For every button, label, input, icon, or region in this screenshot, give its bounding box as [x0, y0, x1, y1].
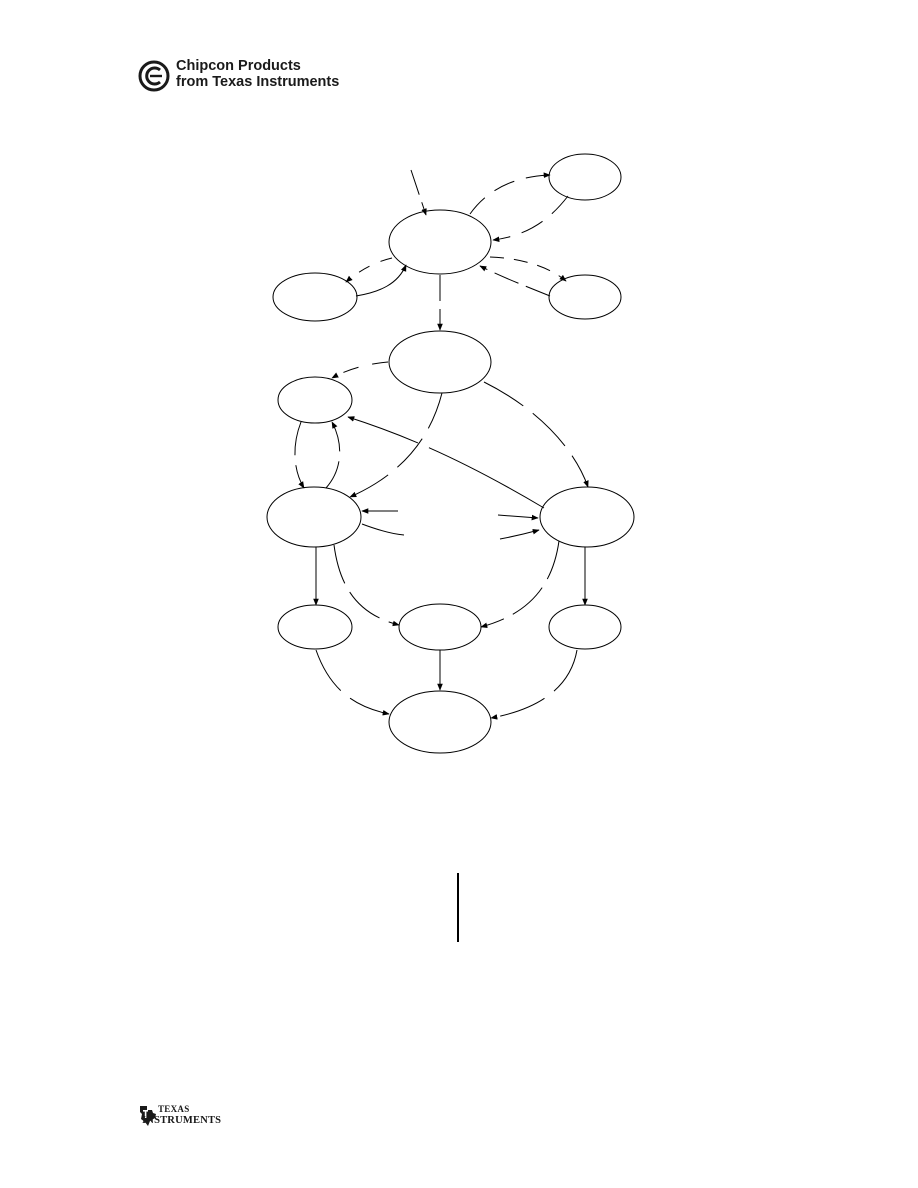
- arrow-leftupper-to-leftmain: [294, 421, 305, 489]
- arrow-middle-to-leftmain: [349, 392, 443, 498]
- arrow-rightsmall-to-top: [479, 265, 551, 297]
- texas-state-icon: [140, 1106, 156, 1126]
- arrow-leftmain-to-bottomcenter: [333, 544, 400, 627]
- arrow-leftmain-out: [361, 523, 405, 536]
- node-left-upper: [277, 376, 353, 424]
- arrow-leftmain-to-leftupper: [325, 421, 341, 489]
- node-bottom-left: [277, 604, 353, 650]
- node-left-small: [272, 272, 358, 322]
- arrow-rightmain-in: [497, 514, 539, 521]
- brand-text: Chipcon Products from Texas Instruments: [176, 58, 339, 90]
- ti-line-2: INSTRUMENTS: [142, 1115, 222, 1126]
- arrow-bottomright-to-final: [490, 649, 578, 720]
- arrow-ext-to-rightmain-2: [499, 528, 540, 540]
- arrow-top-to-leftsmall: [345, 257, 393, 283]
- node-right-small: [548, 274, 622, 320]
- node-top-right: [548, 153, 622, 201]
- node-bottom-right: [548, 604, 622, 650]
- node-bottom-final: [388, 690, 492, 754]
- node-left-main: [266, 486, 362, 548]
- arrow-rightmain-to-bottomcenter: [480, 540, 560, 629]
- arrow-bottomleft-to-final: [315, 649, 390, 716]
- texas-instruments-logo: TEXAS INSTRUMENTS: [138, 1104, 228, 1134]
- node-middle-center: [388, 330, 492, 394]
- divider-line: [457, 873, 459, 942]
- arrow-middle-to-leftupper: [331, 361, 389, 379]
- brand-line-2: from Texas Instruments: [176, 74, 340, 90]
- node-top-center: [388, 209, 492, 275]
- chipcon-logo: Chipcon Products from Texas Instruments: [138, 58, 358, 94]
- node-bottom-center: [398, 603, 482, 651]
- arrow-entry: [410, 169, 427, 216]
- chipcon-c-icon: [138, 60, 170, 92]
- ti-line-1: TEXAS: [158, 1104, 190, 1114]
- arrow-top-to-rightsmall: [489, 256, 567, 282]
- arrow-middle-to-rightmain: [483, 381, 589, 488]
- arrow-topright-to-top: [492, 195, 569, 242]
- arrow-top-to-topright: [469, 172, 551, 215]
- arrow-rightmain-to-leftupper: [347, 416, 545, 509]
- brand-line-1: Chipcon Products: [176, 58, 301, 74]
- arrow-leftsmall-to-top: [355, 264, 407, 297]
- ti-wordmark: TEXAS INSTRUMENTS: [142, 1104, 221, 1126]
- node-right-main: [539, 486, 635, 548]
